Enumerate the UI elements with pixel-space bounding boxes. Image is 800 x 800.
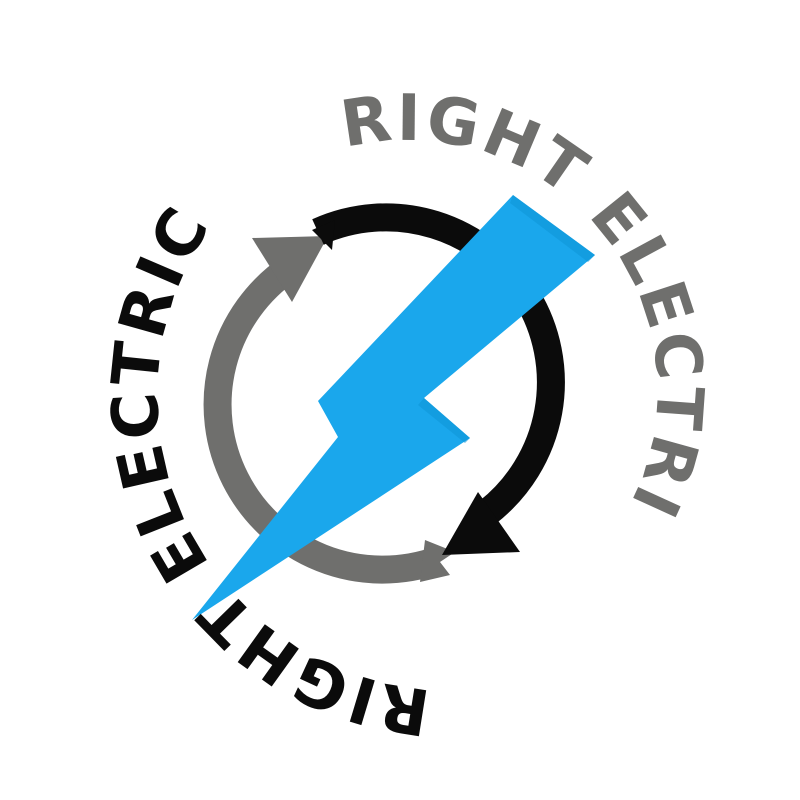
lightning-bolt-icon <box>192 195 595 620</box>
gray-refresh-arrow-icon <box>203 236 455 584</box>
